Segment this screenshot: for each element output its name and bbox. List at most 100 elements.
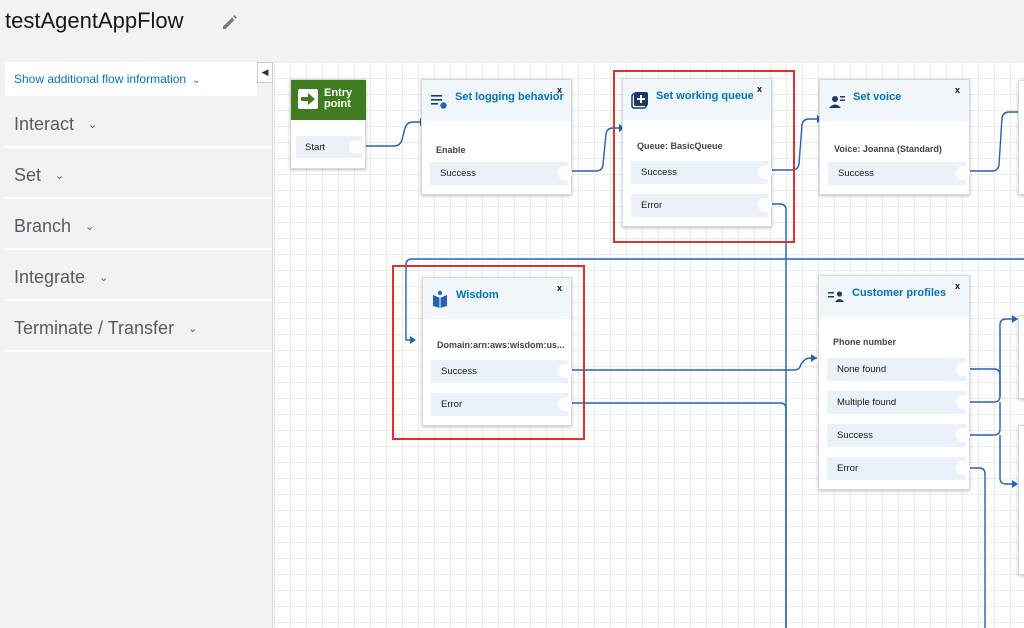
block-title: Set working queue [656, 90, 754, 102]
arrowhead [410, 336, 416, 344]
wire-logging-to-queue [570, 127, 619, 172]
highlight-box-wisdom [392, 265, 585, 440]
wire-profiles-multiple [969, 318, 1012, 403]
customer-profiles-block[interactable]: Customer profiles x Phone number None fo… [818, 275, 970, 490]
branch-success: Success [631, 161, 772, 184]
branch-label: Success [838, 168, 874, 179]
collapse-left-icon[interactable]: ◀ [257, 62, 273, 83]
sidebar: Show additional flow information ⌄ ◀ Inte… [0, 62, 273, 628]
block-title: Wisdom [456, 289, 499, 301]
category-terminate-transfer[interactable]: Terminate / Transfer ⌄ [5, 304, 272, 352]
set-working-queue-block[interactable]: Set working queue x Queue: BasicQueue Su… [622, 78, 772, 227]
show-flow-info-label: Show additional flow information [14, 72, 187, 86]
category-branch[interactable]: Branch ⌄ [5, 202, 272, 250]
branch-port[interactable] [558, 166, 572, 180]
branch-port[interactable] [956, 166, 970, 180]
start-branch: Start [296, 136, 362, 158]
show-flow-info-link[interactable]: Show additional flow information ⌄ [5, 62, 257, 96]
chevron-down-icon: ⌄ [192, 75, 201, 86]
close-icon[interactable]: x [954, 281, 960, 291]
block-header: Wisdom x [423, 278, 571, 319]
chevron-down-icon: ⌄ [85, 221, 95, 233]
voice-icon [829, 96, 845, 108]
branch-label: Multiple found [837, 397, 897, 408]
branch-port[interactable] [956, 461, 970, 475]
highlight-box-queue [613, 70, 795, 243]
offscreen-block[interactable] [1018, 80, 1024, 195]
chevron-down-icon: ⌄ [99, 272, 109, 284]
entry-arrow-icon [298, 89, 318, 109]
wire-wisdom-success [571, 357, 817, 371]
branch-port[interactable] [758, 198, 772, 212]
branch-error: Error [631, 194, 772, 217]
branch-port[interactable] [558, 397, 572, 411]
branch-port[interactable] [956, 428, 970, 442]
block-parameter: Queue: BasicQueue [637, 141, 723, 151]
flow-canvas[interactable]: Entry point Start Set logging behavior x… [274, 62, 1024, 628]
branch-label: Success [837, 430, 873, 441]
chevron-down-icon: ⌄ [188, 323, 198, 335]
block-parameter: Voice: Joanna (Standard) [834, 144, 942, 154]
branch-success: Success [827, 424, 970, 447]
close-icon[interactable]: x [954, 85, 960, 95]
block-title: Set voice [853, 91, 902, 103]
branch-label: Success [441, 366, 477, 377]
category-label: Branch [14, 216, 72, 236]
wire-profiles-none [969, 368, 1001, 397]
queue-add-icon [631, 92, 648, 109]
chevron-down-icon: ⌄ [55, 170, 65, 182]
category-label: Set [14, 165, 42, 185]
offscreen-block[interactable] [1018, 425, 1024, 575]
wire-start-to-logging [364, 121, 420, 147]
branch-error: Error [431, 393, 572, 416]
category-set[interactable]: Set ⌄ [5, 151, 272, 199]
wire-profiles-success [969, 402, 1001, 436]
header: testAgentAppFlow [0, 0, 1024, 48]
branch-port[interactable] [758, 165, 772, 179]
block-header: Set logging behavior x [422, 80, 571, 121]
pencil-icon[interactable] [219, 11, 241, 33]
wire-wisdom-error [571, 402, 787, 628]
block-header: Set working queue x [623, 79, 771, 120]
block-title: Customer profiles [852, 287, 947, 299]
wire-wisdom-loop [405, 258, 1024, 341]
close-icon[interactable]: x [756, 84, 762, 94]
branch-label: None found [837, 364, 887, 375]
flow-title: testAgentAppFlow [5, 8, 184, 33]
close-icon[interactable]: x [556, 283, 562, 293]
chevron-down-icon: ⌄ [88, 119, 98, 131]
close-icon[interactable]: x [556, 85, 562, 95]
branch-label: Success [440, 168, 476, 179]
branch-port[interactable] [956, 362, 970, 376]
branch-multiple-found: Multiple found [827, 391, 970, 414]
branch-port[interactable] [558, 364, 572, 378]
set-voice-block[interactable]: Set voice x Voice: Joanna (Standard) Suc… [819, 79, 970, 195]
wisdom-book-icon [433, 290, 447, 308]
wisdom-block[interactable]: Wisdom x Domain:arn:aws:wisdom:us... Suc… [422, 277, 572, 426]
wire-queue-error [771, 203, 787, 628]
block-parameter: Domain:arn:aws:wisdom:us... [437, 340, 565, 350]
branch-success: Success [828, 162, 970, 185]
block-header: Customer profiles x [819, 276, 969, 317]
branch-error: Error [827, 457, 970, 480]
branch-label: Error [837, 463, 859, 474]
wire-profiles-error [969, 467, 986, 628]
entry-point-block[interactable]: Entry point Start [290, 79, 366, 169]
category-label: Integrate [14, 267, 86, 287]
category-interact[interactable]: Interact⌄ [5, 100, 272, 148]
customer-profiles-icon [828, 291, 844, 302]
branch-port[interactable] [956, 395, 970, 409]
entry-label-line1: Entry [324, 87, 353, 99]
start-port[interactable] [349, 140, 363, 154]
category-label: Terminate / Transfer [14, 318, 175, 338]
arrowhead [1012, 480, 1018, 488]
entry-label-line2: point [324, 98, 351, 110]
offscreen-block[interactable] [1018, 315, 1024, 399]
category-integrate[interactable]: Integrate ⌄ [5, 253, 272, 301]
wire-profiles-merge [999, 435, 1012, 485]
entry-point-label: Entry point [324, 88, 352, 110]
set-logging-behavior-block[interactable]: Set logging behavior x Enable Success [421, 79, 572, 195]
branch-none-found: None found [827, 358, 970, 381]
branch-success: Success [430, 162, 572, 185]
entry-point-header: Entry point [291, 80, 366, 120]
